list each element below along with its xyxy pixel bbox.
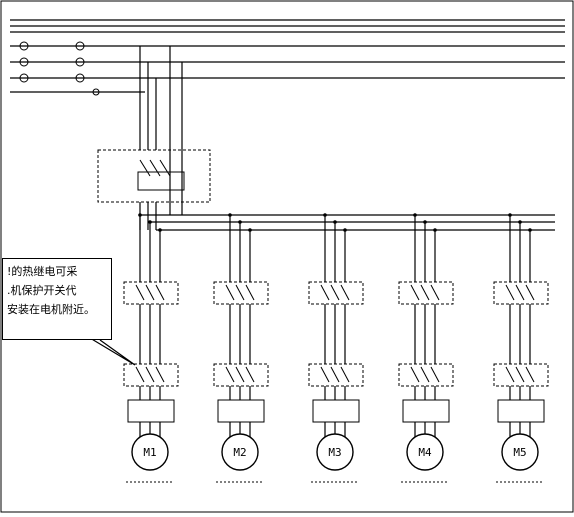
branch-4: M4 xyxy=(398,213,454,483)
branch-5: M5 xyxy=(493,213,549,483)
motor-symbol-5 xyxy=(501,433,539,471)
branch-relay-4 xyxy=(402,399,450,423)
motor-label-1: M1 xyxy=(143,446,156,459)
callout-pointer xyxy=(89,337,136,366)
motor-label-2: M2 xyxy=(233,446,246,459)
note-callout: !的热继电可采 .机保护开关代 安装在电机附近。 xyxy=(2,258,112,340)
branch-breaker-1 xyxy=(123,281,179,305)
branch-2: M2 xyxy=(213,213,269,483)
branch-1: M1 xyxy=(123,213,179,483)
branch-breaker-5 xyxy=(493,281,549,305)
note-line-2: .机保护开关代 xyxy=(7,284,77,297)
branch-contactor-4 xyxy=(398,363,454,387)
branch-contactor-5 xyxy=(493,363,549,387)
branch-contactor-2 xyxy=(213,363,269,387)
branch-relay-5 xyxy=(497,399,545,423)
motor-label-5: M5 xyxy=(513,446,526,459)
motor-label-4: M4 xyxy=(418,446,432,459)
feeder-verticals xyxy=(139,46,183,215)
supply-terminals xyxy=(19,41,100,96)
branch-busbars xyxy=(139,202,555,231)
branch-relay-1 xyxy=(127,399,175,423)
motor-branches: M1 M2 M3 M4 M5 xyxy=(123,213,549,483)
motor-symbol-4 xyxy=(406,433,444,471)
branch-contactor-3 xyxy=(308,363,364,387)
motor-symbol-2 xyxy=(221,433,259,471)
branch-relay-3 xyxy=(312,399,360,423)
branch-3: M3 xyxy=(308,213,364,483)
branch-contactor-1 xyxy=(123,363,179,387)
motor-symbol-1 xyxy=(131,433,169,471)
main-breaker xyxy=(97,149,211,203)
supply-lines xyxy=(10,19,565,93)
note-line-1: !的热继电可采 xyxy=(7,265,78,278)
branch-breaker-4 xyxy=(398,281,454,305)
motor-label-3: M3 xyxy=(328,446,341,459)
branch-breaker-2 xyxy=(213,281,269,305)
branch-relay-2 xyxy=(217,399,265,423)
note-line-3: 安装在电机附近。 xyxy=(7,303,95,316)
branch-breaker-3 xyxy=(308,281,364,305)
motor-symbol-3 xyxy=(316,433,354,471)
